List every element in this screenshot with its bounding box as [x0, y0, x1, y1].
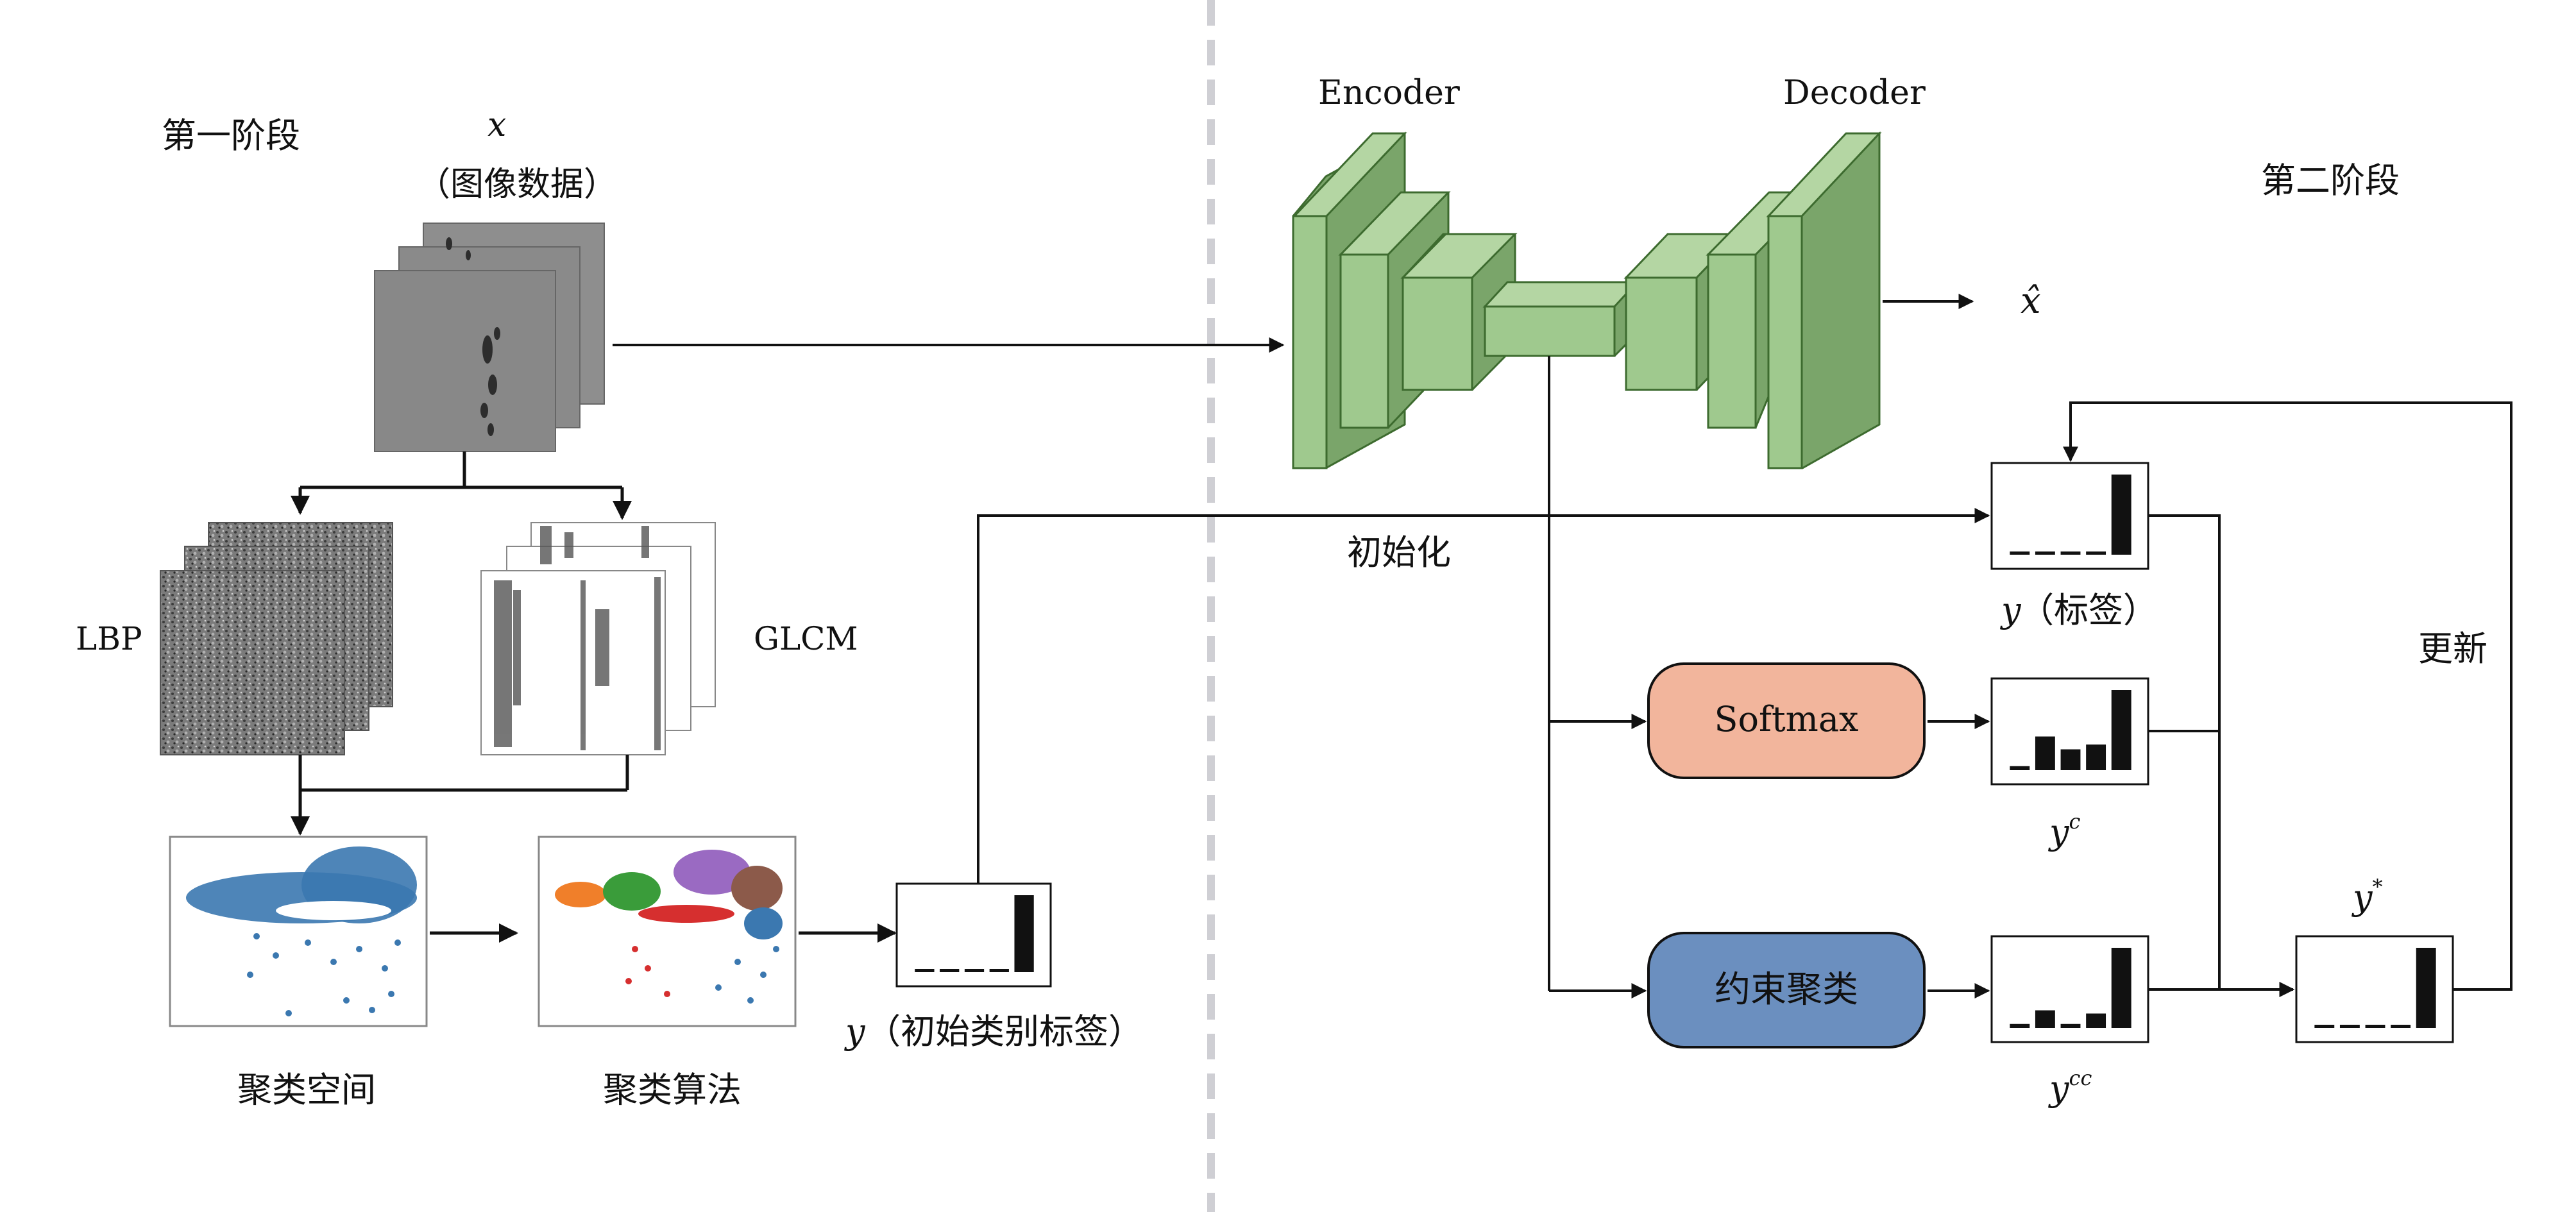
- histogram-bar: [2086, 745, 2106, 770]
- histogram-bar: [2111, 690, 2131, 770]
- histogram-bar: [2314, 1025, 2335, 1028]
- stage2-title: 第二阶段: [2261, 160, 2400, 201]
- reconstruction-output: x̂: [2021, 280, 2041, 322]
- histogram-bar: [2111, 948, 2131, 1028]
- label-histogram: [1990, 462, 2149, 570]
- lbp-label: LBP: [76, 620, 142, 657]
- softmax-block: Softmax: [1647, 662, 1926, 779]
- histogram-bar: [2416, 948, 2436, 1028]
- merge-connector: [291, 755, 629, 836]
- encoder-label: Encoder: [1318, 74, 1460, 112]
- update-label: 更新: [2418, 628, 2487, 669]
- histogram-bar: [2010, 1023, 2030, 1028]
- initialization-connector: [977, 508, 1990, 884]
- histogram-bar: [2010, 766, 2030, 770]
- glcm-feature-stack: [480, 522, 716, 755]
- histogram-bar: [2035, 736, 2055, 770]
- histogram-bar: [2365, 1025, 2385, 1028]
- split-connector: [291, 451, 632, 520]
- histogram-bar: [2086, 1013, 2106, 1028]
- histogram-bar: [1014, 895, 1034, 972]
- histogram-bar: [2010, 551, 2030, 555]
- decoder-label: Decoder: [1783, 74, 1926, 112]
- histogram-bar: [2060, 749, 2081, 770]
- cluster-algorithm-plot: [538, 836, 797, 1027]
- histogram-bar: [989, 969, 1009, 972]
- ycc-superscript: cc: [2069, 1066, 2092, 1090]
- constraint-histogram: [1990, 935, 2149, 1043]
- constraint-clustering-label: 约束聚类: [1715, 969, 1858, 1011]
- softmax-histogram: [1990, 677, 2149, 786]
- softmax-label: Softmax: [1714, 699, 1858, 739]
- label-var: y: [2000, 590, 2022, 630]
- histogram-bar: [915, 969, 935, 972]
- ystar-superscript: *: [2373, 875, 2383, 899]
- initial-label-caption: （初始类别标签）: [866, 1011, 1143, 1052]
- stage1-title: 第一阶段: [162, 115, 300, 156]
- initial-label-var: y: [844, 1011, 866, 1052]
- final-label-histogram: [2295, 935, 2454, 1043]
- update-loop-connector: [2063, 401, 2512, 991]
- yc-var: yc: [2048, 809, 2081, 852]
- histogram-bar: [2060, 1023, 2081, 1028]
- input-var: x: [487, 106, 506, 144]
- constraint-clustering-block: 约束聚类: [1647, 932, 1926, 1048]
- histogram-bar: [964, 969, 985, 972]
- label-caption: （标签）: [2019, 590, 2158, 630]
- fusion-connector: [2148, 514, 2295, 997]
- lbp-feature-stack: [160, 522, 393, 755]
- autoencoder-network: [1292, 131, 1882, 469]
- histogram-bar: [2060, 551, 2081, 555]
- initial-label-histogram: [895, 882, 1052, 988]
- input-caption: （图像数据）: [417, 165, 617, 204]
- histogram-bar: [2111, 475, 2131, 555]
- histogram-bar: [2339, 1025, 2360, 1028]
- histogram-bar: [2391, 1025, 2411, 1028]
- input-image-stack: [374, 223, 605, 452]
- histogram-bar: [2035, 551, 2055, 555]
- glcm-label: GLCM: [754, 620, 858, 657]
- histogram-bar: [2035, 1010, 2055, 1028]
- cluster-space-label: 聚类空间: [237, 1070, 376, 1110]
- cluster-space-plot: [169, 836, 428, 1027]
- yc-superscript: c: [2069, 809, 2081, 834]
- feature-branch-connector: [1548, 356, 1647, 998]
- histogram-bar: [940, 969, 960, 972]
- initialization-label: 初始化: [1347, 532, 1451, 573]
- ystar-var: y*: [2351, 875, 2383, 918]
- histogram-bar: [2086, 551, 2106, 555]
- ycc-var: ycc: [2048, 1066, 2092, 1109]
- cluster-algorithm-label: 聚类算法: [603, 1070, 741, 1110]
